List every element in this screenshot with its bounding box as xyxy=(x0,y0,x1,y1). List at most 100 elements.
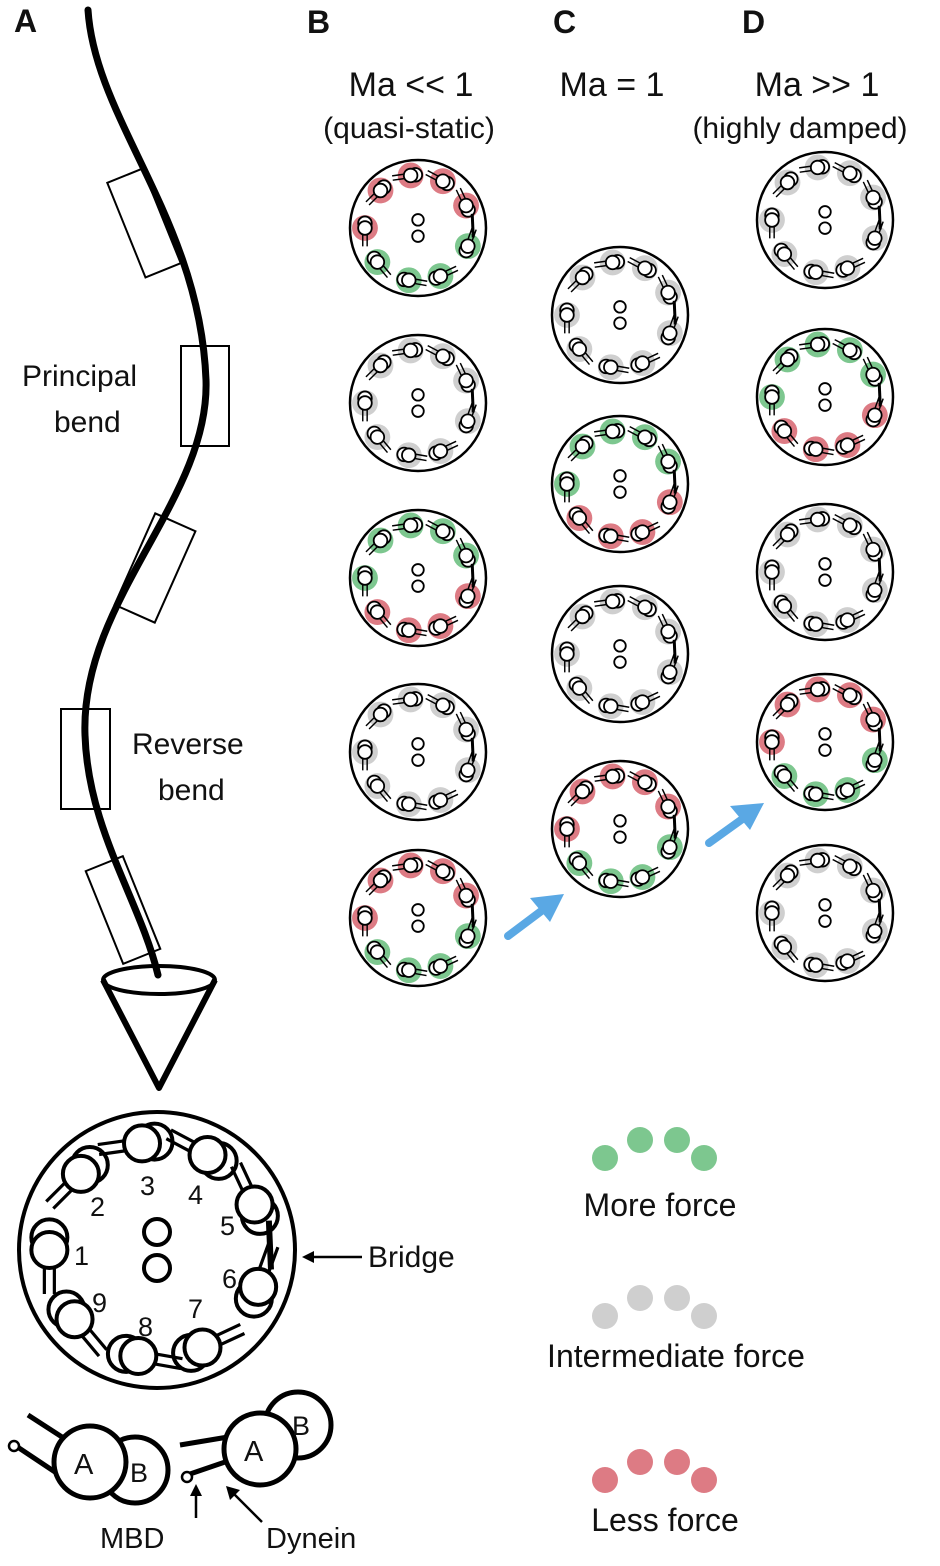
dynein-arm xyxy=(647,691,659,698)
dynein-arm xyxy=(799,862,812,866)
dynein-arm xyxy=(786,437,796,448)
dynein-arm xyxy=(447,619,459,626)
dynein-arm xyxy=(425,173,437,181)
dynein-arm xyxy=(594,260,606,264)
bridge xyxy=(877,727,882,752)
cross-section-small xyxy=(755,502,895,642)
cross-section-small xyxy=(348,333,488,473)
doublet-number-8: 8 xyxy=(138,1312,153,1342)
tubule-a xyxy=(571,510,588,526)
cross-section-small xyxy=(348,508,488,648)
tubule-a xyxy=(435,863,451,879)
bridge xyxy=(672,469,677,494)
dynein-arm xyxy=(154,1362,182,1371)
tubule-a xyxy=(571,855,588,871)
dynein-arm xyxy=(821,967,834,972)
dynein-arm xyxy=(594,778,607,782)
doublet-number-2: 2 xyxy=(90,1192,105,1222)
tubule-a xyxy=(634,869,651,885)
dynein-arm xyxy=(854,613,866,620)
dynein-arm xyxy=(467,917,473,930)
column-d-title: Ma >> 1 xyxy=(755,66,880,104)
axoneme-cross-section xyxy=(17,1110,297,1390)
panel-label-b: B xyxy=(307,4,330,40)
tubule-a xyxy=(369,604,386,620)
dynein-arm xyxy=(822,792,835,796)
tubule-a xyxy=(401,272,417,288)
central-microtubule xyxy=(411,213,425,227)
central-microtubule xyxy=(411,388,425,402)
tubule-a xyxy=(660,623,676,640)
tubule-a xyxy=(865,541,881,558)
doublet-numbers: 1 2 3 4 5 6 7 8 9 xyxy=(74,1171,237,1342)
force-legend xyxy=(592,1127,717,1493)
dynein-arm xyxy=(81,1335,101,1358)
tubule-a xyxy=(839,260,856,276)
dynein-arm xyxy=(799,165,811,169)
dynein-label: Dynein xyxy=(266,1523,356,1555)
dynein-arm xyxy=(862,181,869,193)
dynein-arm xyxy=(382,789,392,800)
dynein-arm xyxy=(866,356,873,368)
bridge xyxy=(470,563,475,588)
dynein-arm xyxy=(258,1243,271,1269)
dynein-arm xyxy=(570,452,580,462)
central-microtubule xyxy=(613,830,627,844)
dynein-arm xyxy=(832,342,844,350)
legend-dot xyxy=(664,1285,690,1311)
tubule-a xyxy=(662,664,678,680)
dynein-arm xyxy=(97,1139,124,1147)
tubule-a xyxy=(369,944,386,960)
dynein-arm xyxy=(834,161,846,169)
bend-box-principal xyxy=(180,345,230,447)
dynein-arm xyxy=(392,523,404,527)
tubule-a xyxy=(634,524,651,540)
tubule-a xyxy=(29,1230,70,1270)
tubule-a xyxy=(401,796,417,812)
dynein-arm xyxy=(874,571,880,584)
dynein-arm xyxy=(786,612,796,623)
central-microtubule xyxy=(818,221,832,235)
dynein-arm xyxy=(570,283,580,293)
dynein-arm xyxy=(392,173,404,177)
dynein-arm xyxy=(862,703,869,715)
dynein-arm xyxy=(467,751,473,764)
dynein-arm xyxy=(789,257,799,268)
central-microtubule xyxy=(411,753,425,767)
tubule-a xyxy=(571,341,588,357)
doublet-number-4: 4 xyxy=(188,1180,203,1210)
dynein-arm xyxy=(156,1352,183,1361)
tubule-a xyxy=(660,798,676,815)
bridge xyxy=(470,388,475,413)
dynein-arm xyxy=(789,434,799,445)
bend-box-1 xyxy=(105,167,183,279)
tubule-a xyxy=(662,839,678,855)
dynein-arm xyxy=(459,711,466,723)
panel-label-d: D xyxy=(742,4,765,40)
tubule-a xyxy=(867,230,883,246)
dynein-arm xyxy=(821,451,834,456)
tubule-a xyxy=(660,284,676,301)
dynein-arm xyxy=(392,352,405,356)
tubule-a xyxy=(604,254,621,271)
cross-section-small xyxy=(755,672,895,812)
tubule-a xyxy=(867,407,883,423)
dynein-arm xyxy=(617,365,630,369)
force-cross-sections xyxy=(348,150,895,988)
tubule-a xyxy=(634,694,651,710)
dynein-arm xyxy=(445,440,457,447)
doublet-detail-right xyxy=(179,1389,334,1488)
tubule-a xyxy=(402,857,419,874)
central-microtubule xyxy=(411,579,425,593)
dynein-arm xyxy=(425,697,437,705)
dynein-arm xyxy=(772,537,782,547)
dynein-arm xyxy=(570,797,580,807)
dynein-arm xyxy=(455,189,462,201)
dynein-arm xyxy=(661,613,668,625)
bridge xyxy=(672,639,677,664)
bridge xyxy=(265,1220,274,1270)
tubule-a xyxy=(779,174,796,191)
tubule-a xyxy=(779,351,796,368)
dynein-arm xyxy=(447,444,459,451)
dynein-arm xyxy=(799,346,812,350)
